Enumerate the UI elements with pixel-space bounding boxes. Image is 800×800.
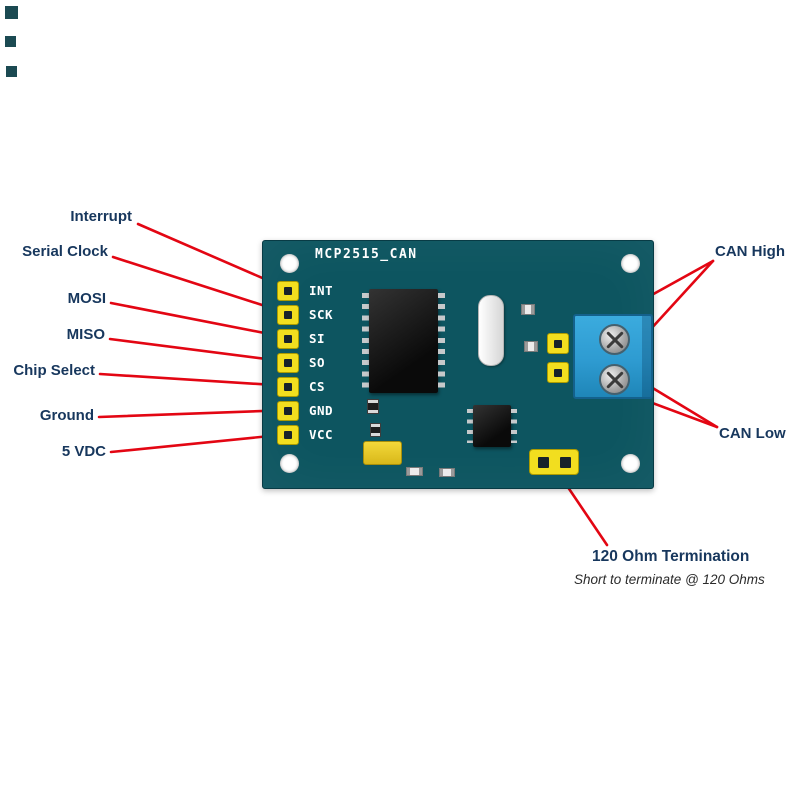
- mounting-hole: [280, 454, 299, 473]
- pin-pad-sck: [277, 305, 299, 325]
- board-title: MCP2515_CAN: [315, 247, 418, 262]
- mounting-hole: [621, 454, 640, 473]
- callout-label-can-low: CAN Low: [719, 425, 786, 442]
- callout-line-can-low-b: [649, 385, 719, 429]
- pin-silkscreen-so: SO: [309, 355, 326, 370]
- smd-component: [370, 423, 381, 437]
- callout-line-can-high-b: [647, 259, 715, 333]
- smd-component: [367, 399, 379, 414]
- corner-artifact: [6, 66, 17, 77]
- pcb-board: MCP2515_CAN INT SCK SI SO CS GND VCC: [262, 240, 654, 489]
- callout-label-can-high: CAN High: [715, 243, 785, 260]
- smd-component: [406, 467, 423, 476]
- callout-label-serial-clock: Serial Clock: [22, 243, 108, 260]
- smd-component: [521, 304, 535, 315]
- smd-component: [439, 468, 455, 477]
- pin-silkscreen-vcc: VCC: [309, 427, 334, 442]
- callout-label-termination: 120 Ohm Termination: [592, 548, 750, 565]
- pin-pad-si: [277, 329, 299, 349]
- ic-pins-left: [362, 293, 369, 389]
- termination-jumper: [529, 449, 579, 475]
- callout-label-5vdc: 5 VDC: [61, 443, 106, 460]
- can-transceiver-ic: [467, 405, 517, 447]
- pin-pad-so: [277, 353, 299, 373]
- terminal-screw-top: [599, 324, 630, 355]
- pin-silkscreen-sck: SCK: [309, 307, 334, 322]
- jumper-hole: [538, 457, 549, 468]
- can-low-pad: [547, 362, 569, 383]
- crystal-oscillator: [478, 295, 504, 366]
- pin-silkscreen-cs: CS: [309, 379, 326, 394]
- can-high-pad: [547, 333, 569, 354]
- pin-pad-int: [277, 281, 299, 301]
- corner-artifact: [5, 36, 16, 47]
- callout-subtitle-termination: Short to terminate @ 120 Ohms: [574, 572, 765, 587]
- pin-silkscreen-gnd: GND: [309, 403, 334, 418]
- ic-pins-right: [438, 293, 445, 389]
- callout-label-ground: Ground: [39, 407, 94, 424]
- jumper-hole: [560, 457, 571, 468]
- ic-body: [369, 289, 438, 393]
- smd-component: [524, 341, 538, 352]
- pin-pad-gnd: [277, 401, 299, 421]
- pin-pad-vcc: [277, 425, 299, 445]
- mounting-hole: [621, 254, 640, 273]
- corner-artifact: [5, 6, 18, 19]
- ic-pins-right: [511, 409, 517, 443]
- capacitor: [363, 441, 402, 465]
- callout-label-interrupt: Interrupt: [70, 208, 132, 225]
- ic-pins-left: [467, 409, 473, 443]
- ic-body: [473, 405, 511, 447]
- callout-label-mosi: MOSI: [67, 290, 106, 307]
- pin-silkscreen-si: SI: [309, 331, 326, 346]
- mcp2515-ic: [362, 289, 445, 393]
- pin-pad-cs: [277, 377, 299, 397]
- mounting-hole: [280, 254, 299, 273]
- callout-label-miso: MISO: [66, 326, 105, 343]
- screw-terminal-block: [573, 314, 653, 399]
- pin-silkscreen-int: INT: [309, 283, 334, 298]
- terminal-screw-bottom: [599, 364, 630, 395]
- callout-label-chip-select: Chip Select: [13, 362, 95, 379]
